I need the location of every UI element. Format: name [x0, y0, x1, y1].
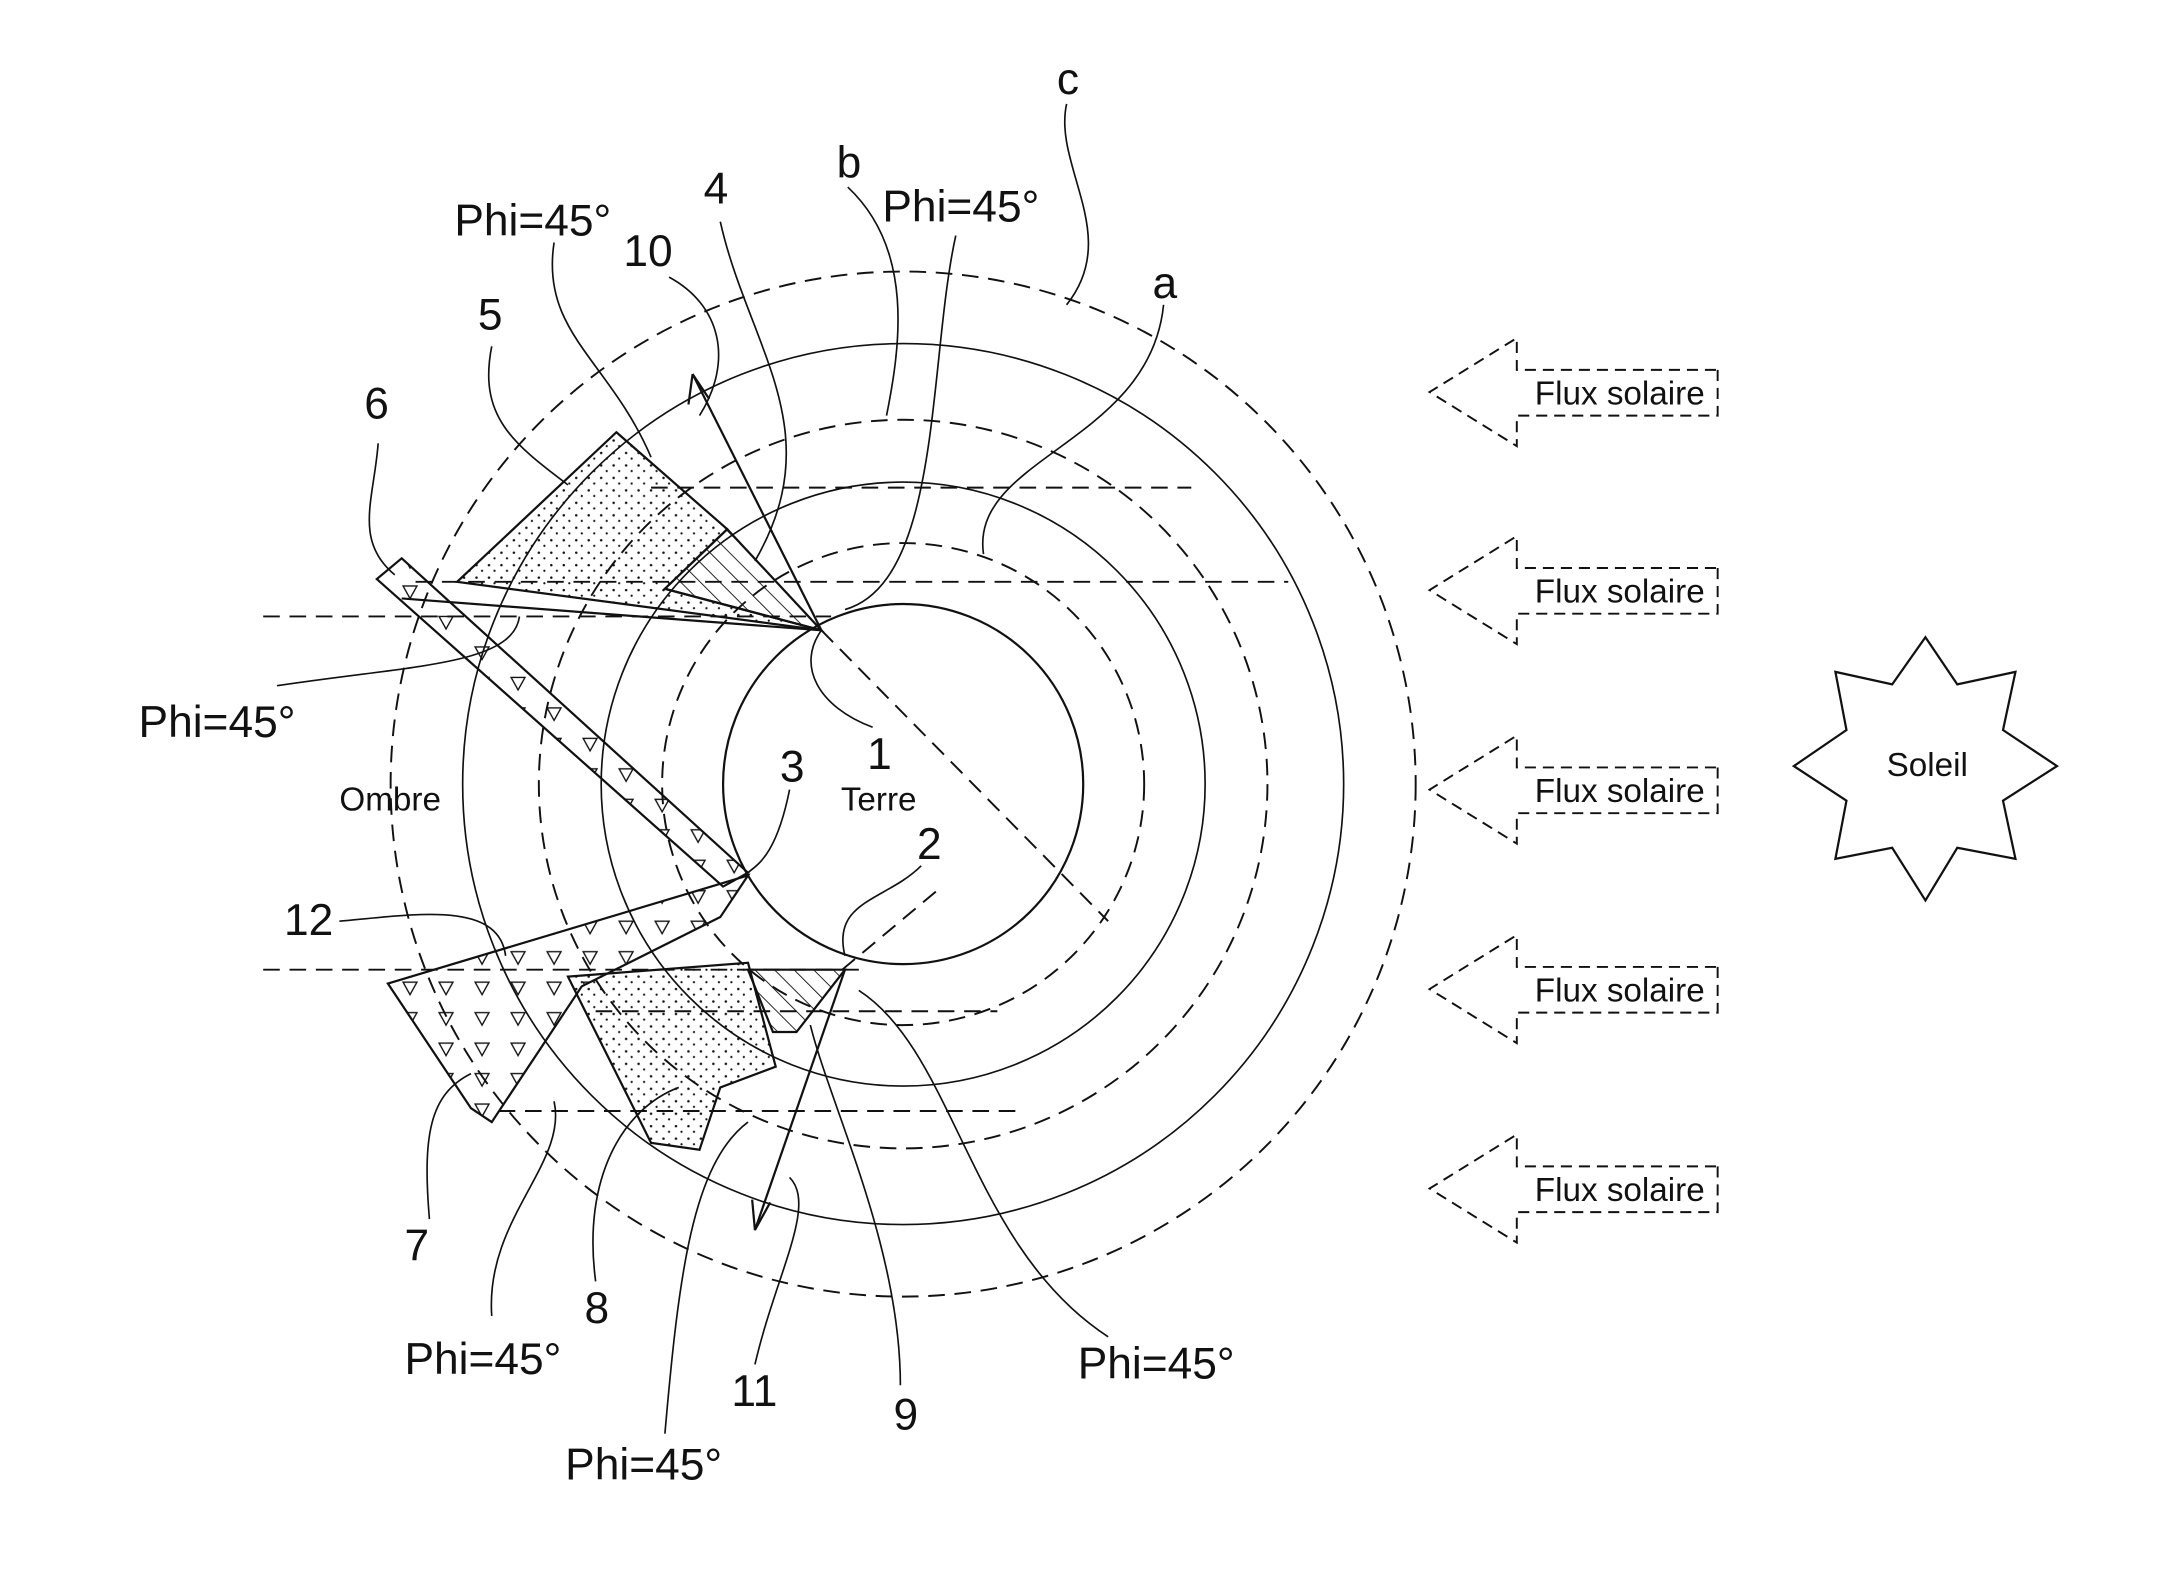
label-phi: Phi=45° [882, 183, 1039, 232]
sun-star: Soleil [1794, 637, 2057, 900]
solar-flux-arrow: Flux solaire [1430, 935, 1718, 1043]
shadow-label: Ombre [339, 781, 441, 818]
flux-label: Flux solaire [1535, 574, 1705, 611]
leader-12 [339, 914, 505, 955]
solar-flux-arrow: Flux solaire [1430, 1135, 1718, 1243]
flux-label: Flux solaire [1535, 773, 1705, 810]
label-phi: Phi=45° [404, 1335, 561, 1384]
label-11: 11 [731, 1367, 777, 1416]
diagonal-dashed [821, 630, 1108, 921]
label-a: a [1152, 259, 1177, 308]
label-9: 9 [893, 1391, 918, 1440]
flux-label: Flux solaire [1535, 1172, 1705, 1209]
label-phi: Phi=45° [565, 1440, 722, 1489]
leader-3 [748, 790, 790, 873]
label-c: c [1057, 55, 1079, 104]
leader-2 [843, 866, 921, 956]
label-phi: Phi=45° [1078, 1339, 1235, 1388]
label-phi: Phi=45° [454, 197, 611, 246]
solar-flux-arrow: Flux solaire [1430, 736, 1718, 844]
label-7: 7 [404, 1222, 429, 1271]
label-3: 3 [780, 742, 805, 791]
flux-label: Flux solaire [1535, 973, 1705, 1010]
leader-9 [810, 1025, 900, 1385]
sun-label: Soleil [1887, 747, 1968, 784]
leader-1 [811, 630, 873, 727]
solar-flux-arrow: Flux solaire [1430, 338, 1718, 446]
label-1: 1 [867, 730, 892, 779]
leader-phi-bottom-left [491, 1101, 555, 1316]
leader-phi-bottom-right [859, 990, 1108, 1336]
leader-10 [669, 277, 719, 416]
leader-a [983, 305, 1164, 554]
solar-flux-arrow: Flux solaire [1430, 536, 1718, 644]
label-6: 6 [364, 379, 389, 428]
dotted-zone-8 [568, 963, 776, 1150]
earth-label: Terre [841, 781, 917, 818]
label-phi: Phi=45° [139, 698, 296, 747]
flux-label: Flux solaire [1535, 376, 1705, 413]
leader-phi-left [277, 616, 519, 685]
label-b: b [837, 138, 862, 187]
label-8: 8 [585, 1284, 610, 1333]
label-5: 5 [478, 291, 503, 340]
label-4: 4 [704, 165, 729, 214]
leader-6 [369, 443, 394, 575]
label-10: 10 [623, 227, 672, 276]
label-12: 12 [284, 896, 333, 945]
label-2: 2 [917, 820, 942, 869]
leader-5 [489, 346, 568, 485]
leader-c [1065, 104, 1089, 305]
